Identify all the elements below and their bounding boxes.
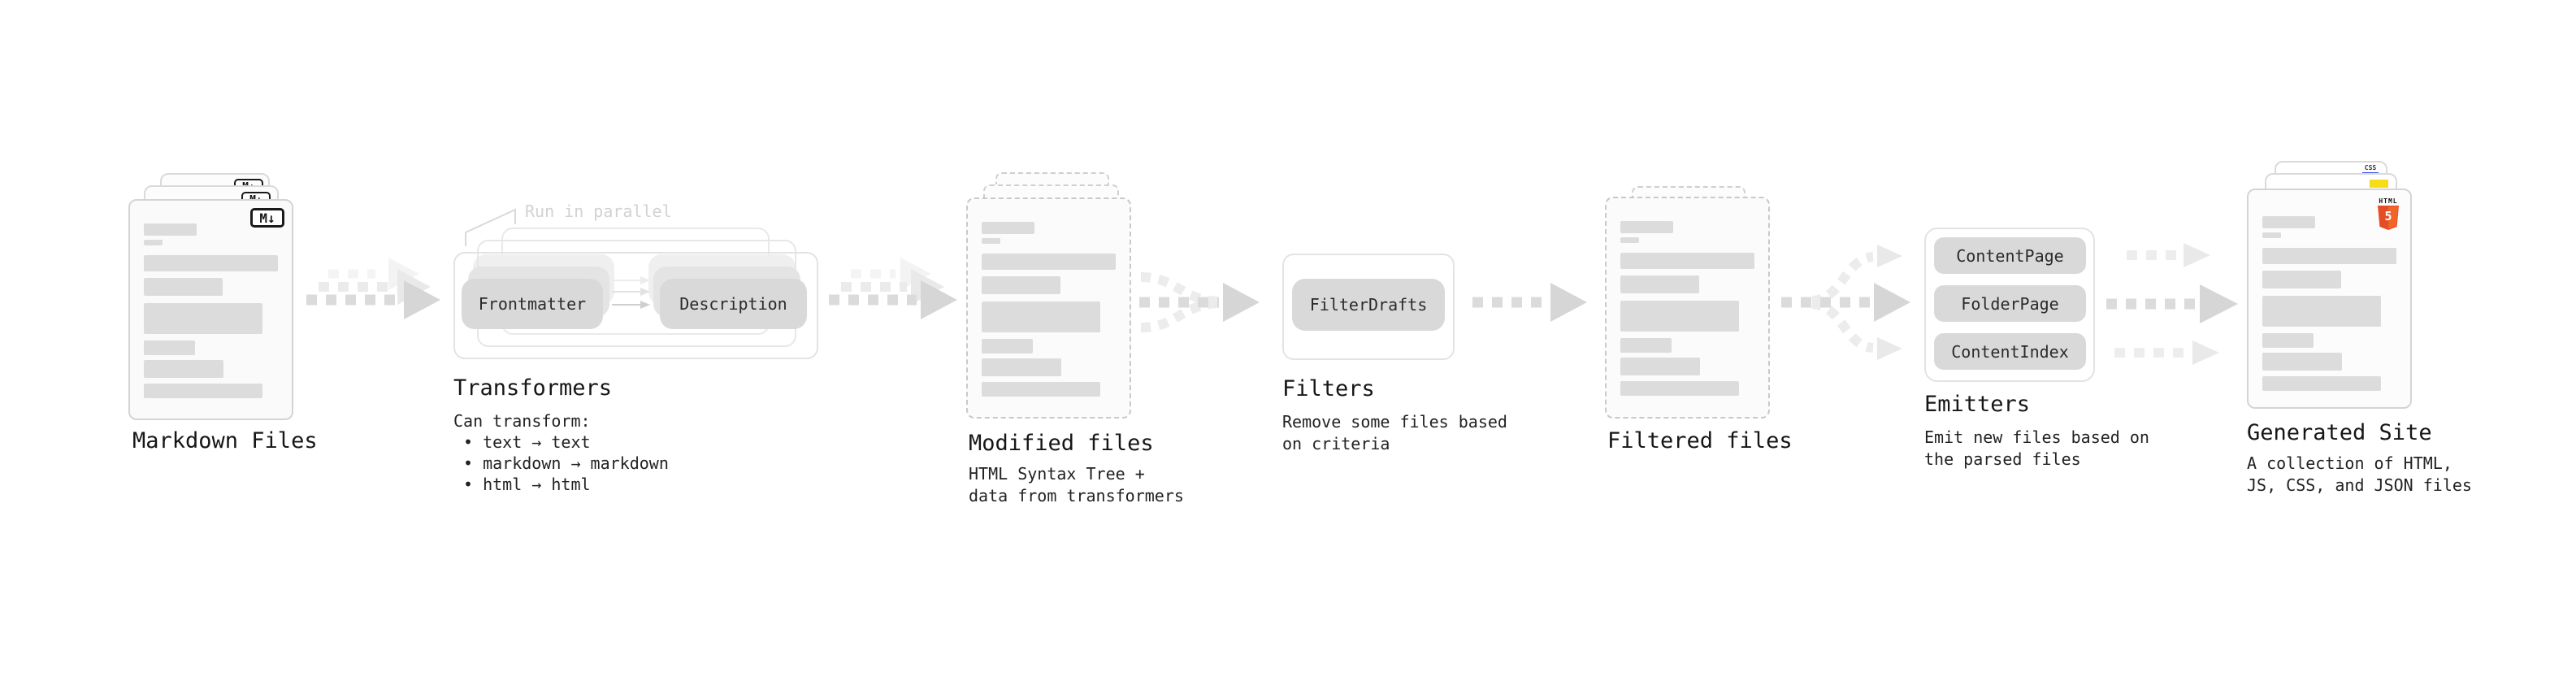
transformers-bullet: • text → text: [463, 432, 591, 452]
contentindex-box: ContentIndex: [1934, 333, 2086, 370]
markdown-files-title: Markdown Files: [132, 428, 318, 453]
transformers-bullet: • html → html: [463, 475, 591, 494]
modified-page-front: [966, 197, 1131, 419]
emitters-description: Emit new files based on the parsed files: [1924, 427, 2149, 469]
emitters-title: Emitters: [1924, 392, 2031, 417]
document-text-placeholder: [982, 222, 1119, 397]
frontmatter-box: Frontmatter: [462, 279, 603, 329]
arrow-filtered-to-emitters: [1781, 245, 1910, 360]
html5-shield: [2378, 206, 2399, 230]
arrow-emitters-to-generated: [2106, 243, 2238, 365]
markdown-icon: M↓: [250, 208, 284, 228]
arrow-modified-to-filters: [1139, 272, 1260, 332]
generated-site-description: A collection of HTML, JS, CSS, and JSON …: [2247, 453, 2472, 495]
markdown-page-front: M↓: [128, 199, 293, 420]
modified-files-title: Modified files: [969, 431, 1154, 456]
filters-title: Filters: [1282, 376, 1375, 401]
filtered-page-front: [1605, 197, 1770, 419]
mini-arrow-icon: [612, 288, 650, 296]
arrow-filters-to-filtered: [1472, 283, 1587, 322]
description-box: Description: [660, 279, 807, 329]
arrow-markdown-to-transformers: [306, 258, 440, 319]
mini-arrow-icon: [612, 276, 650, 284]
filtered-files-title: Filtered files: [1607, 428, 1793, 453]
run-in-parallel-note: Run in parallel: [525, 202, 672, 221]
document-text-placeholder: [1620, 221, 1758, 396]
generated-site-title: Generated Site: [2247, 420, 2432, 445]
contentpage-box: ContentPage: [1934, 237, 2086, 274]
document-text-placeholder: [2262, 216, 2400, 391]
modified-files-description: HTML Syntax Tree + data from transformer…: [969, 464, 1184, 505]
transformers-description: Can transform: • text → text • markdown …: [453, 410, 669, 495]
transformer-card-front: [453, 252, 818, 359]
generated-page-front: HTML 5: [2247, 189, 2412, 409]
folderpage-box: FolderPage: [1934, 285, 2086, 322]
js-icon: [2370, 180, 2388, 188]
transformers-title: Transformers: [453, 375, 613, 401]
mini-arrow-icon: [612, 301, 650, 309]
filters-description: Remove some files based on criteria: [1282, 412, 1507, 453]
html5-icon: HTML 5: [2376, 197, 2400, 230]
transformers-bullet: • markdown → markdown: [463, 453, 669, 473]
document-text-placeholder: [144, 223, 281, 398]
arrow-transformers-to-modified: [829, 258, 957, 319]
run-in-parallel-callout-line: [465, 208, 516, 246]
filterdrafts-box: FilterDrafts: [1292, 279, 1445, 331]
transformers-desc-heading: Can transform:: [453, 411, 591, 431]
